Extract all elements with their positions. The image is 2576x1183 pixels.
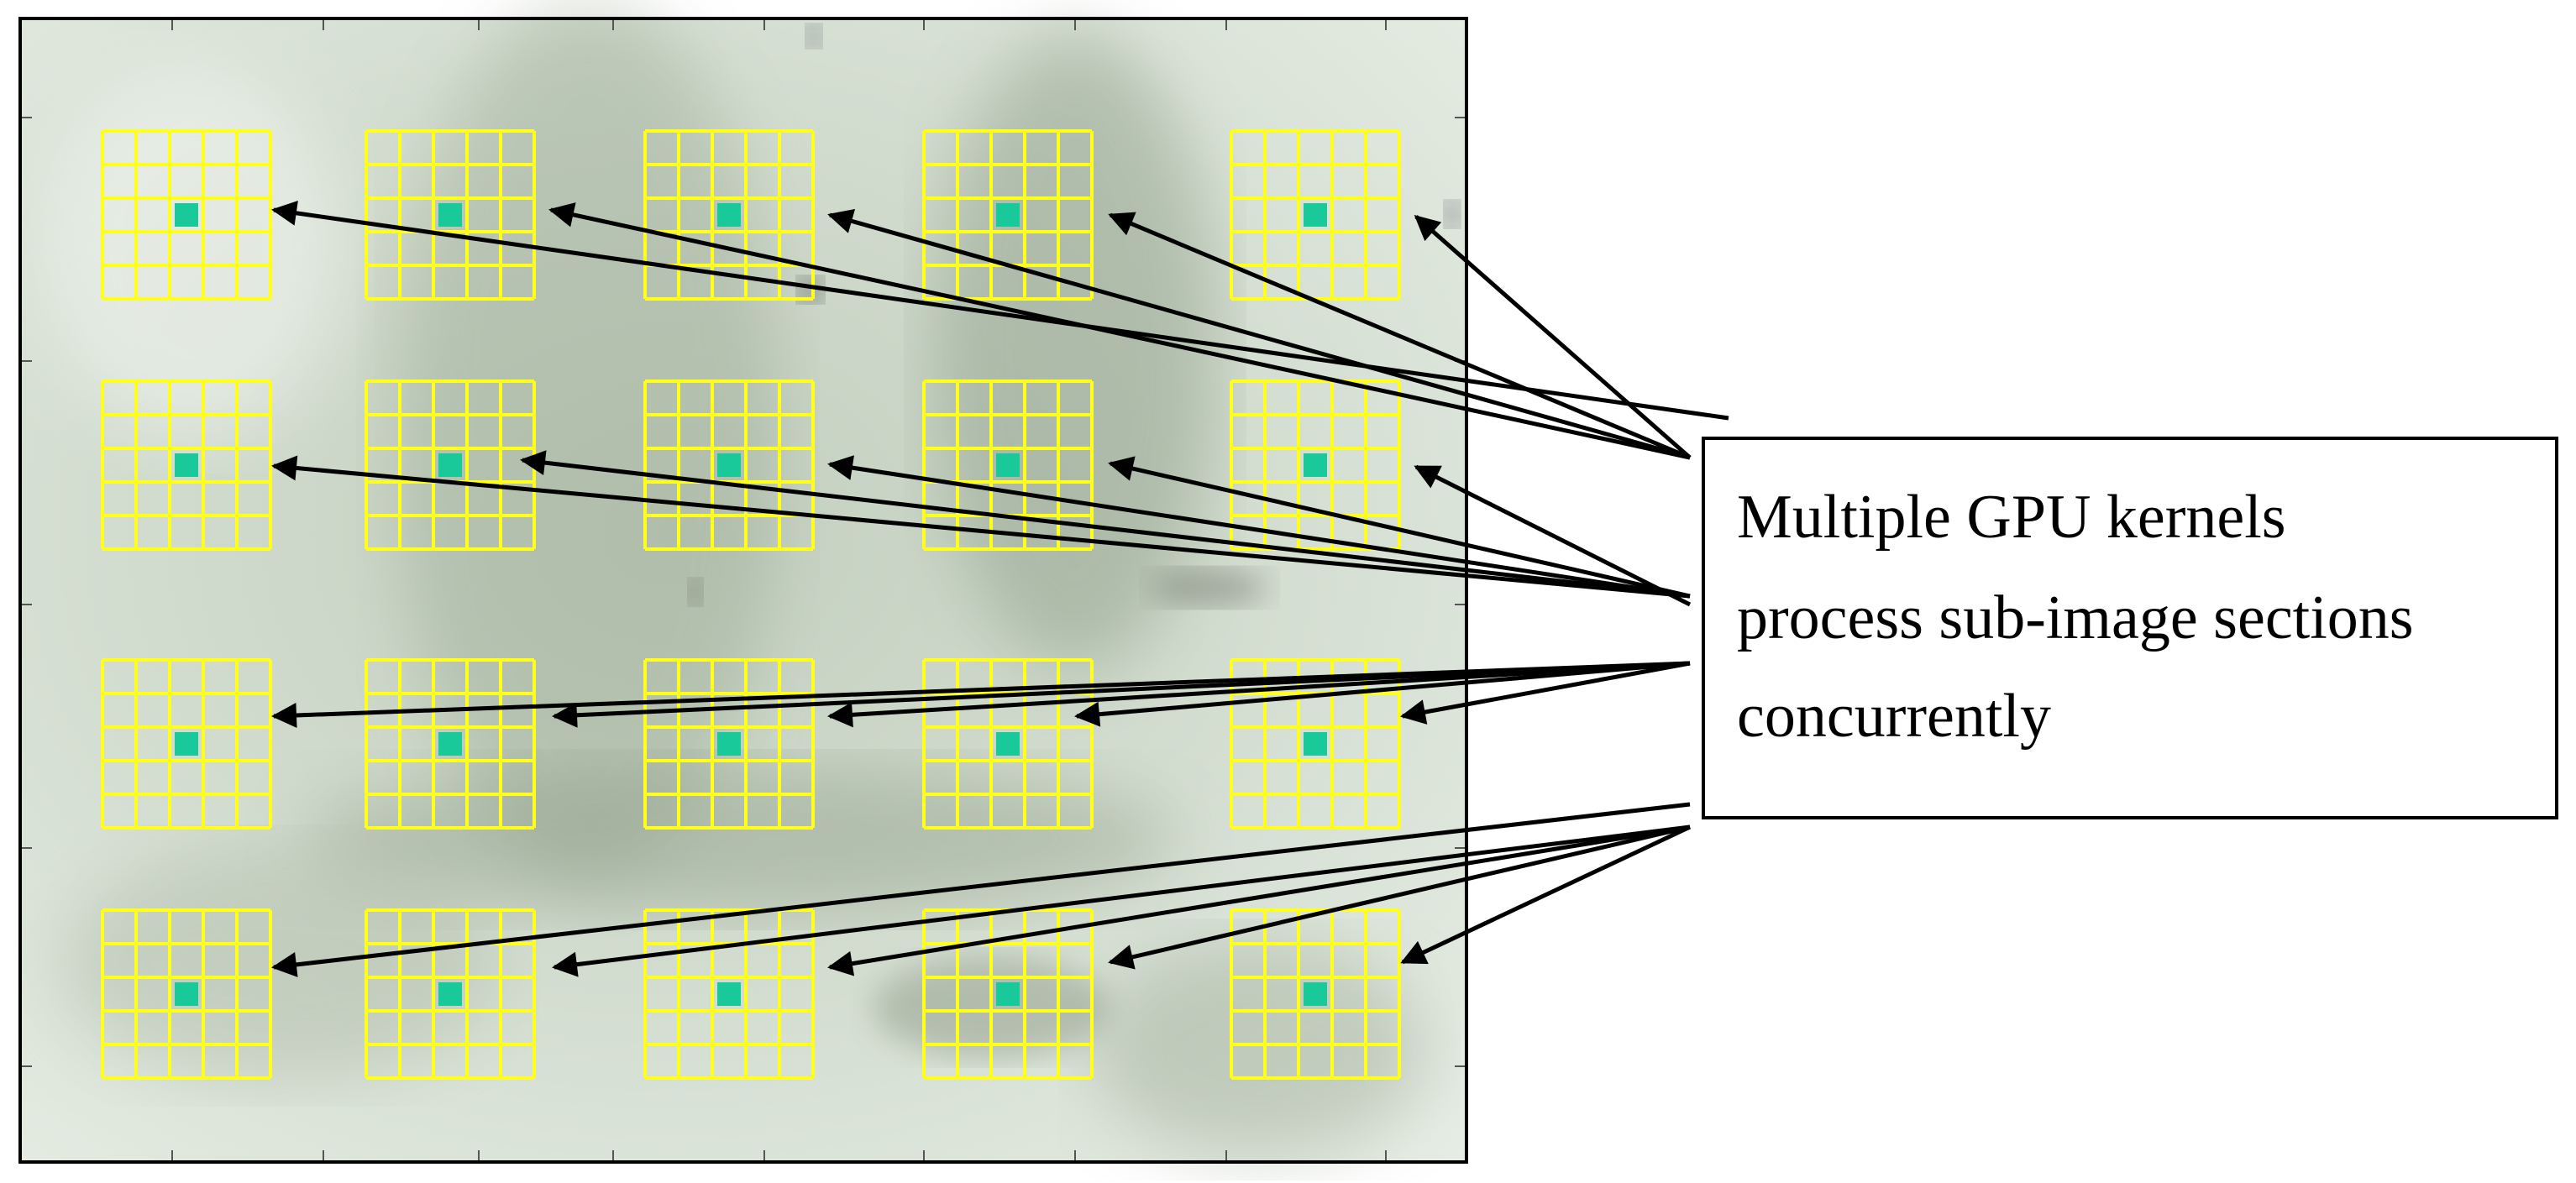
center-pixel (717, 203, 741, 227)
axis-ticks (20, 18, 1466, 1162)
arrow-r3-c1 (271, 661, 1691, 728)
center-pixel (1304, 203, 1327, 227)
center-pixel (717, 732, 741, 756)
kernel-grid-r1-c2 (365, 129, 536, 301)
svg-text:Multiple GPU kernels pro: Multiple GPU kernels process sub-image s… (1737, 483, 2429, 751)
arrow-r4-c5 (1400, 824, 1692, 965)
center-pixel (175, 203, 198, 227)
arrow-r1-c1 (271, 200, 1729, 421)
center-pixel (717, 453, 741, 477)
center-pixel (996, 982, 1020, 1006)
arrow-r2-c3 (827, 455, 1691, 599)
arrow-layer (271, 200, 1729, 977)
callout-box (1702, 437, 2558, 819)
arrow-r2-c1 (271, 455, 1691, 599)
arrow-r2-c5 (1414, 464, 1692, 607)
center-pixel (175, 453, 198, 477)
callout: Multiple GPU kernels process sub-image s… (1702, 437, 2558, 819)
center-pixel (438, 982, 462, 1006)
kernel-grid-r2-c5 (1230, 380, 1401, 551)
center-pixel (717, 982, 741, 1006)
arrow-r3-c3 (827, 661, 1691, 728)
callout-line-3: concurrently (1737, 682, 2051, 751)
kernel-grid-r3-c3 (643, 658, 815, 830)
center-pixel (1304, 453, 1327, 477)
arrow-r3-c2 (552, 661, 1691, 728)
kernel-grid-r4-c5 (1230, 908, 1401, 1080)
arrow-r4-c2 (552, 824, 1691, 977)
kernel-grid-r4-c1 (101, 908, 272, 1080)
kernel-grid-r1-c1 (101, 129, 272, 301)
center-pixel (438, 732, 462, 756)
arrow-r1-c4 (1108, 212, 1691, 460)
center-pixel (175, 732, 198, 756)
callout-line-1: Multiple GPU kernels (1737, 483, 2286, 552)
kernel-grid-r3-c1 (101, 658, 272, 830)
kernel-grid-r1-c3 (643, 129, 815, 301)
arrow-r1-c2 (548, 202, 1691, 460)
center-pixel (996, 203, 1020, 227)
center-pixel (438, 203, 462, 227)
arrow-r1-c5 (1414, 215, 1692, 459)
kernel-grid-r2-c1 (101, 380, 272, 551)
arrow-r3-c5 (1400, 661, 1691, 725)
arrow-r4-c4 (1108, 824, 1691, 970)
kernel-grid-r2-c3 (643, 380, 815, 551)
image-frame (18, 17, 1468, 1164)
arrow-r4-c3 (827, 824, 1691, 976)
arrow-r4-c1 (271, 802, 1691, 977)
kernel-grid-r3-c2 (365, 658, 536, 830)
center-pixel (996, 453, 1020, 477)
callout-line-2: process sub-image sections (1737, 584, 2414, 652)
kernel-grid-r2-c2 (365, 380, 536, 551)
arrow-r2-c2 (520, 450, 1691, 599)
center-pixel (1304, 982, 1327, 1006)
kernel-grid-layer (101, 129, 1401, 1080)
center-pixel (438, 453, 462, 477)
background-microscope-image (20, 0, 1466, 1162)
arrow-r3-c4 (1074, 661, 1691, 727)
center-pixel (175, 982, 198, 1006)
arrow-r1-c3 (827, 208, 1691, 460)
kernel-grid-r4-c4 (922, 908, 1094, 1080)
kernel-grid-r1-c5 (1230, 129, 1401, 301)
center-pixel (996, 732, 1020, 756)
center-pixel (1304, 732, 1327, 756)
arrow-r2-c4 (1108, 456, 1691, 599)
